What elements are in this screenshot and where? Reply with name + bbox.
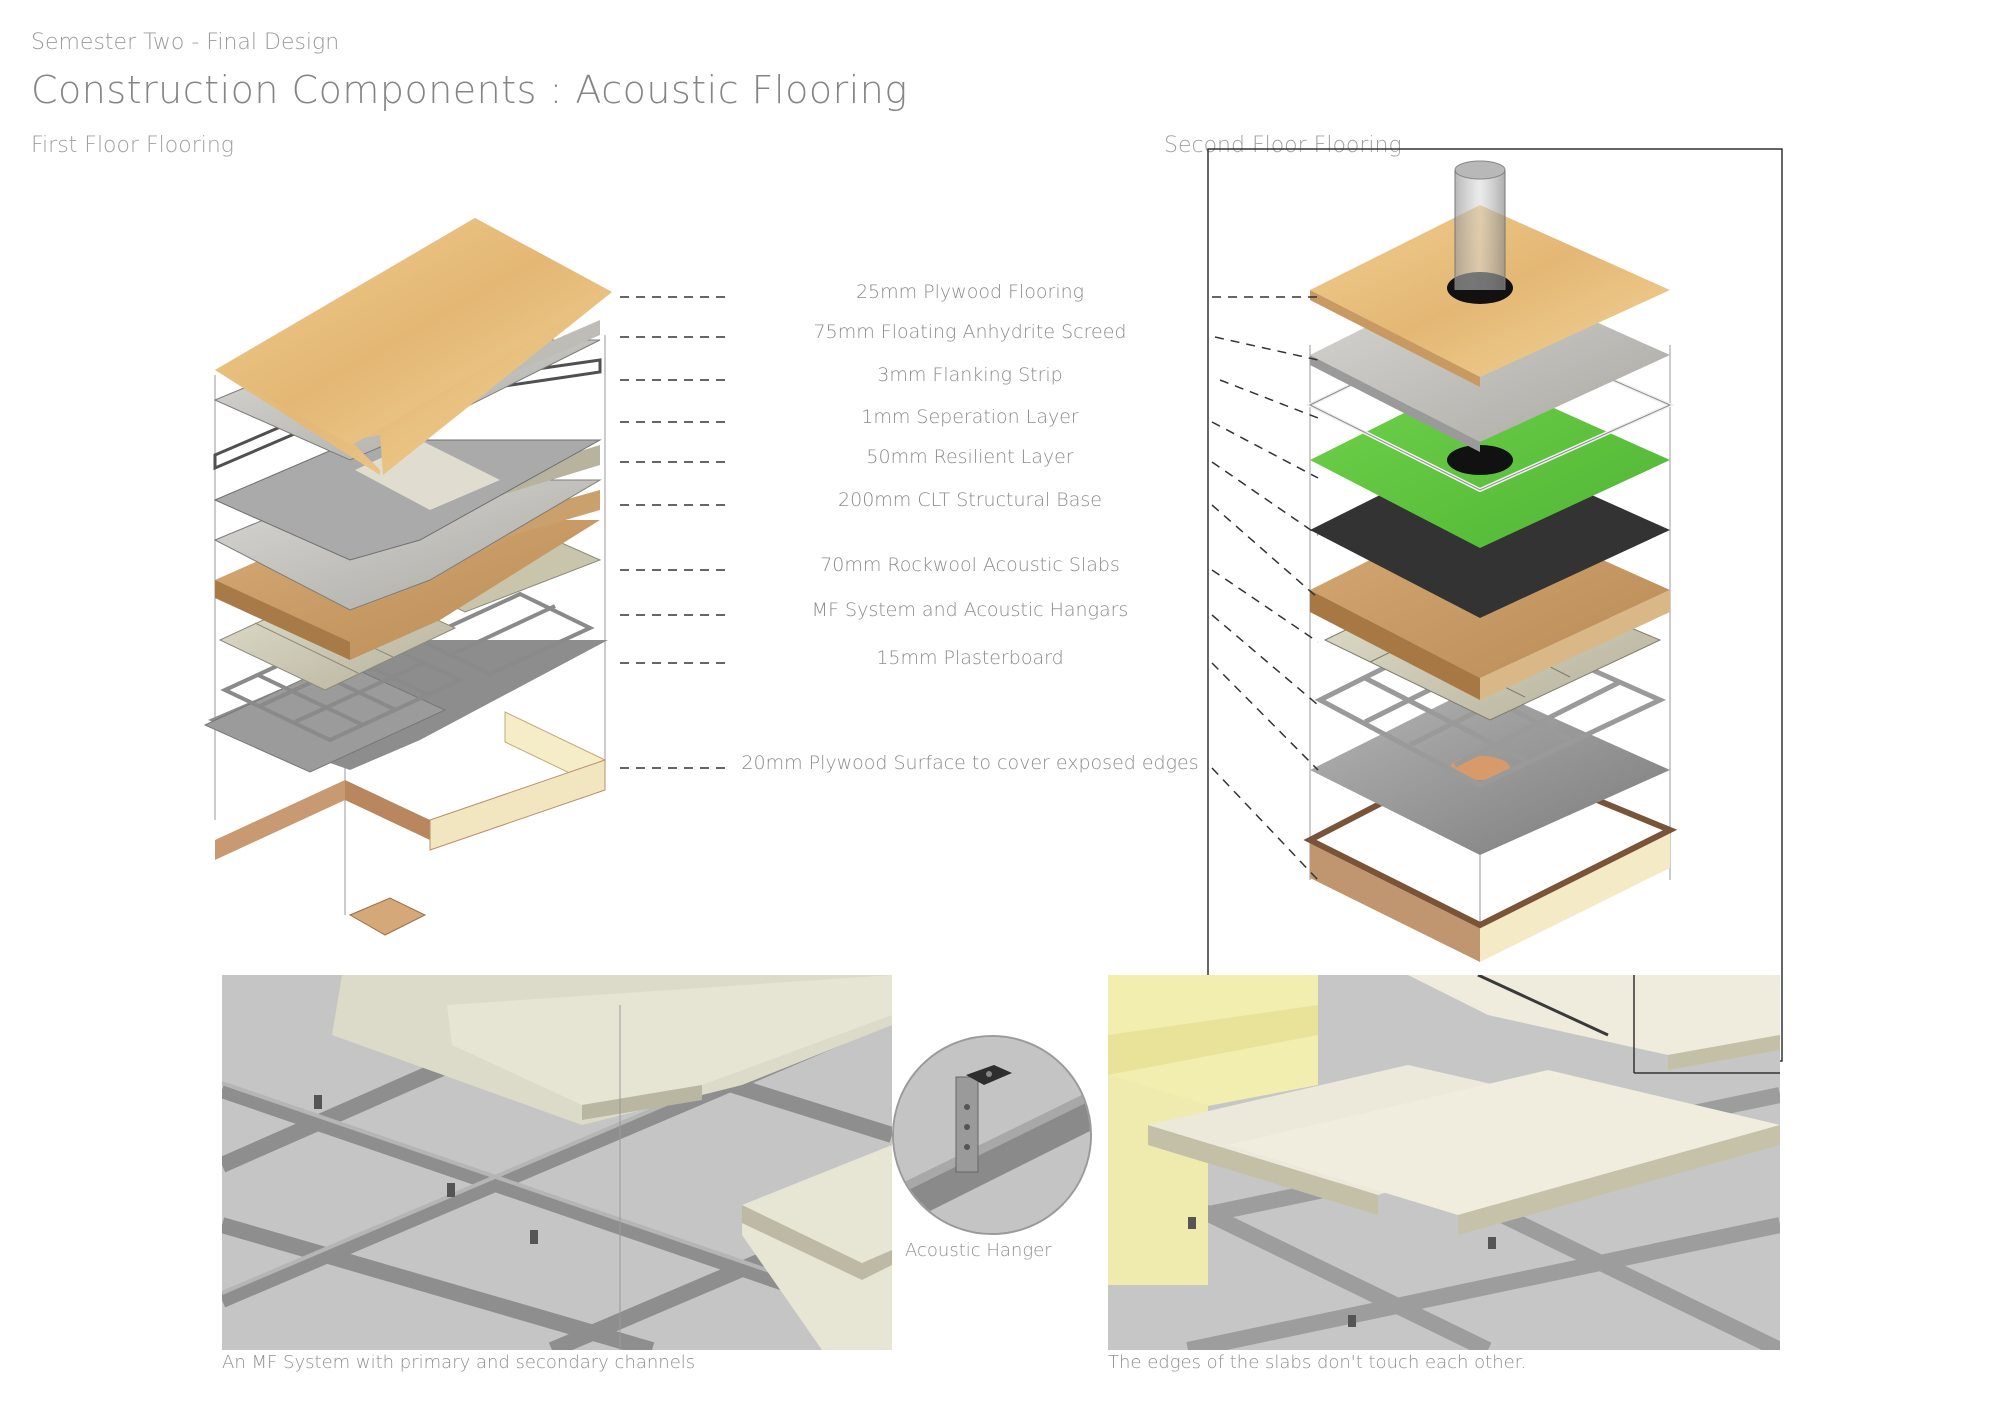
- second-floor-stack: [1207, 148, 1783, 1062]
- subtitle: Semester Two - Final Design: [31, 30, 340, 55]
- layer-label-mf-system: MF System and Acoustic Hangars: [811, 599, 1129, 621]
- slab-edges-caption: The edges of the slabs don't touch each …: [1108, 1352, 1527, 1373]
- layer-label-flanking-strip: 3mm Flanking Strip: [877, 364, 1063, 386]
- leader-lines: [620, 296, 1320, 881]
- detail-slab-edges: [1108, 975, 1780, 1350]
- detail-mf-system: [222, 975, 892, 1350]
- acoustic-hanger-detail: [892, 1035, 1092, 1235]
- layer-label-screed: 75mm Floating Anhydrite Screed: [813, 321, 1127, 343]
- first-floor-stack: [203, 218, 612, 936]
- layer-label-plywood: 25mm Plywood Flooring: [855, 281, 1085, 303]
- layer-label-edge-plywood: 20mm Plywood Surface to cover exposed ed…: [741, 752, 1199, 774]
- first-floor-heading: First Floor Flooring: [31, 133, 235, 158]
- layer-label-clt: 200mm CLT Structural Base: [838, 489, 1102, 511]
- layer-label-resilient: 50mm Resilient Layer: [866, 446, 1074, 468]
- acoustic-hanger-caption: Acoustic Hanger: [905, 1240, 1052, 1261]
- second-floor-heading: Second Floor Flooring: [1164, 133, 1402, 158]
- mf-system-caption: An MF System with primary and secondary …: [222, 1352, 696, 1373]
- page-title: Construction Components : Acoustic Floor…: [31, 68, 908, 112]
- layer-label-separation: 1mm Seperation Layer: [861, 406, 1079, 428]
- layer-label-rockwool: 70mm Rockwool Acoustic Slabs: [820, 554, 1120, 576]
- layer-label-plasterboard: 15mm Plasterboard: [876, 647, 1064, 669]
